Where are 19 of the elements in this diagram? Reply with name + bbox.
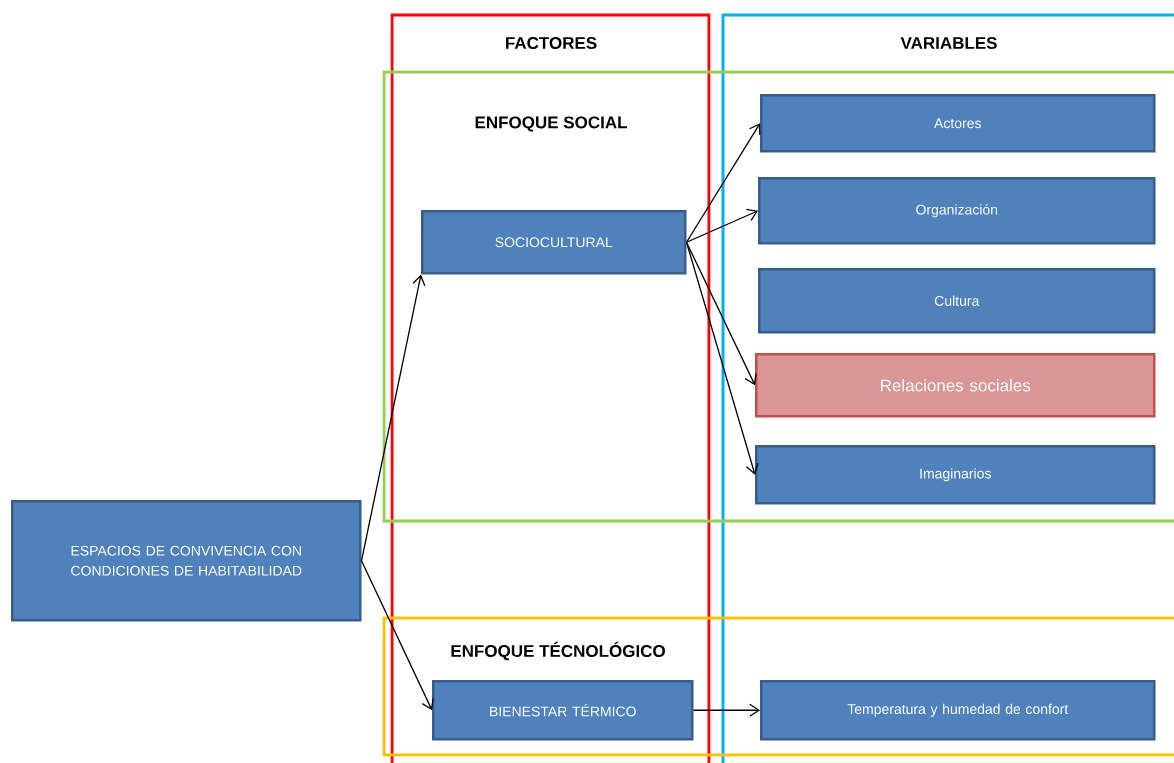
arrow — [685, 241, 759, 475]
arrow — [360, 560, 434, 711]
process-box: Cultura — [758, 268, 1156, 334]
process-box: Relaciones sociales — [755, 353, 1156, 418]
process-box: BIENESTAR TÉRMICO — [432, 680, 694, 741]
process-box: Temperatura y humedad de confort — [760, 680, 1156, 741]
process-box: SOCIOCULTURAL — [421, 210, 687, 275]
arrow — [685, 123, 761, 243]
heading: ENFOQUE SOCIAL — [473, 115, 629, 133]
process-box: Organización — [758, 177, 1156, 245]
process-box: Actores — [760, 94, 1156, 153]
arrow — [692, 703, 760, 717]
heading: ENFOQUE TÉCNOLÓGICO — [449, 640, 667, 662]
heading: VARIABLES — [899, 36, 999, 50]
arrow — [685, 208, 758, 243]
process-box: ESPACIOS DE CONVIVENCIA CON CONDICIONES DE HABITABILIDAD — [11, 500, 362, 622]
arrow — [360, 274, 426, 562]
process-box: Imaginarios — [755, 445, 1156, 505]
heading: FACTORES — [503, 36, 599, 50]
